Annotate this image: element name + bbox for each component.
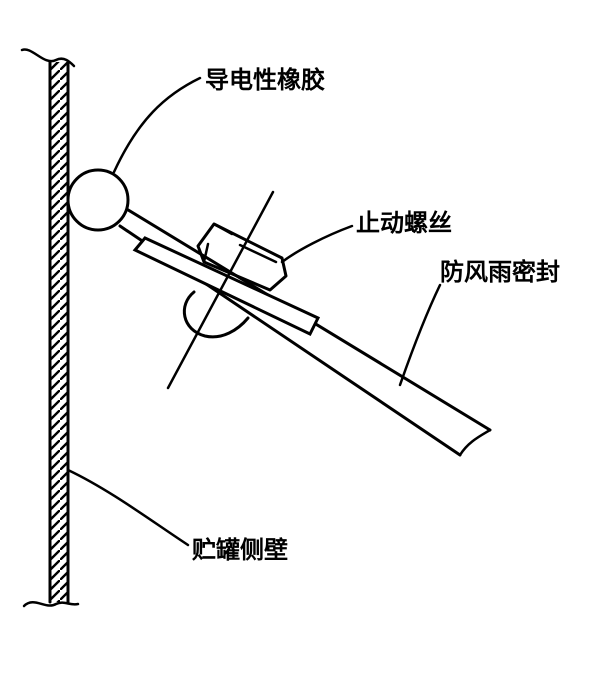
clamp-plate [132, 236, 321, 336]
leader-tank-wall [66, 468, 190, 547]
tank-wall-hatching [50, 62, 68, 602]
nut-left-face [202, 242, 210, 264]
nut-middle-face [238, 243, 278, 264]
tank-wall-top-break [20, 48, 76, 68]
screw-axis-line [166, 190, 275, 390]
label-weather-seal: 防风雨密封 [440, 258, 560, 286]
screw-head [182, 290, 250, 339]
label-conductive-rubber: 导电性橡胶 [205, 66, 325, 94]
conductive-rubber-ball [66, 168, 130, 232]
clamp-plate-outline [132, 236, 321, 336]
label-tank-wall: 贮罐侧壁 [191, 536, 288, 564]
conductive-rubber-bulb [66, 168, 130, 232]
tank-wall-bottom-break [22, 601, 80, 608]
leader-conductive-rubber [112, 76, 202, 174]
tank-wall [20, 48, 80, 608]
label-stop-screw: 止动螺丝 [356, 209, 452, 237]
weather-seal-end-break [458, 428, 492, 457]
nut-top-face [212, 222, 234, 236]
stop-screw-nut [196, 222, 288, 292]
leader-stop-screw [280, 224, 354, 264]
leader-weather-seal [398, 283, 442, 387]
